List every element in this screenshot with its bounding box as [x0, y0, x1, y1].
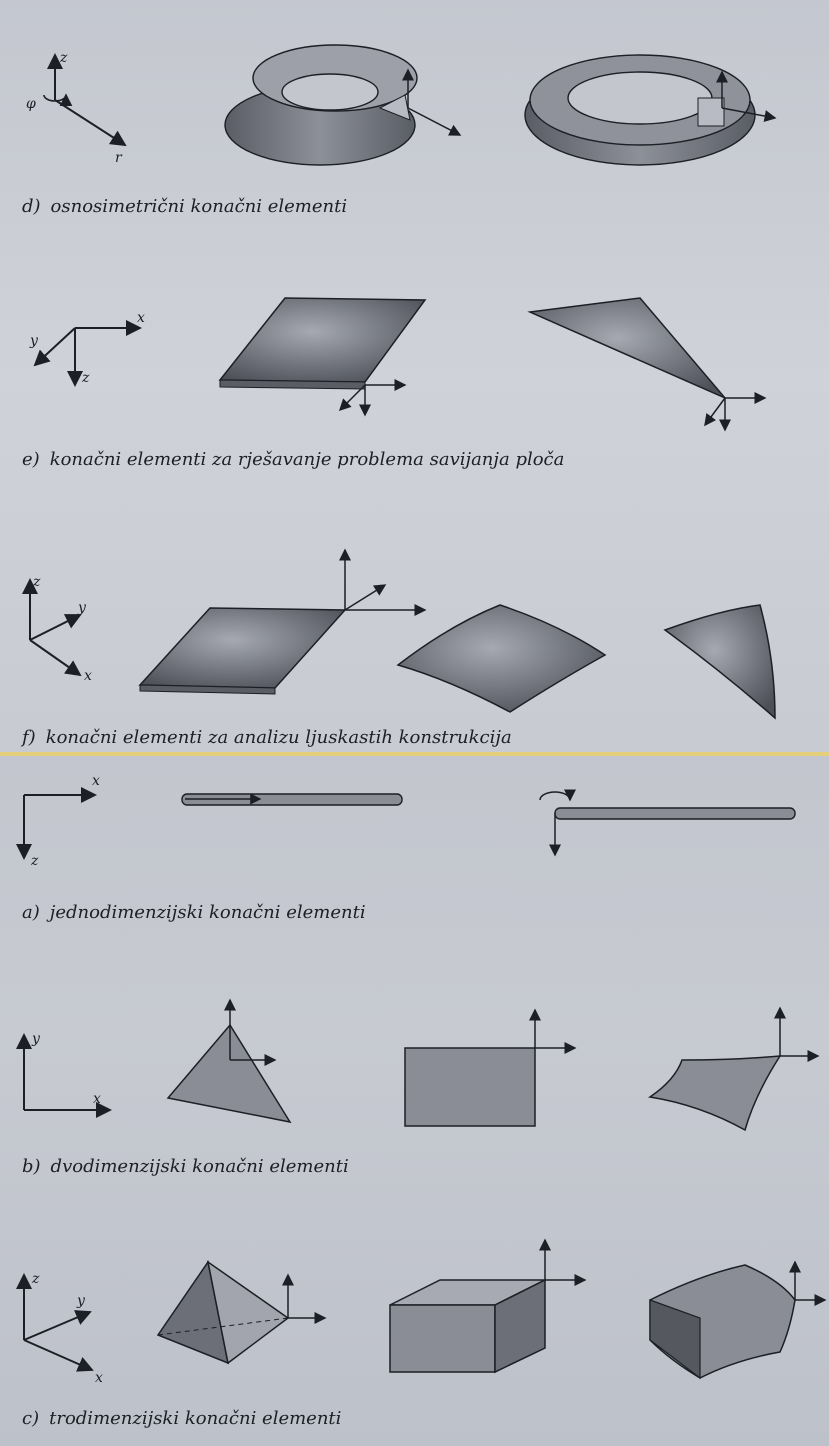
axis-c-y: y: [76, 1293, 86, 1309]
axis-e-x: x: [137, 310, 145, 326]
caption-f: f) konačni elementi za analizu ljuskastih…: [22, 727, 512, 748]
caption-b-text: dvodimenzijski konačni elementi: [50, 1156, 349, 1177]
shell-flat-element: [138, 548, 427, 695]
axisym-ring-element-2: [524, 54, 777, 166]
axes-f: z y x: [22, 574, 92, 684]
axisym-ring-element-1: [224, 44, 462, 166]
axes-e: x y z: [29, 310, 145, 387]
plate-quad-element: [218, 297, 427, 417]
caption-b: b) dvodimenzijski konačni elementi: [22, 1156, 349, 1177]
axis-b-y: y: [31, 1031, 41, 1047]
caption-e-label: e): [22, 449, 40, 470]
scan-seam: [0, 752, 829, 756]
caption-b-label: b): [22, 1156, 41, 1177]
axis-d-phi: φ: [26, 96, 36, 112]
axes-d: z φ r: [26, 50, 127, 166]
plate-triangle-element: [527, 297, 767, 432]
curved-quad-2d-element: [648, 1006, 820, 1132]
axis-d-z: z: [59, 50, 68, 66]
axis-b-x: x: [93, 1091, 101, 1107]
axis-e-z: z: [81, 370, 90, 386]
shell-curved-triangle-element: [663, 604, 776, 720]
hexahedron-element: [389, 1238, 587, 1374]
axes-a: x z: [16, 773, 100, 869]
triangle-2d-element: [166, 998, 292, 1124]
caption-c-text: trodimenzijski konačni elementi: [49, 1408, 342, 1429]
shell-curved-element: [396, 604, 607, 713]
caption-d-text: osnosimetrični konačni elementi: [50, 196, 348, 217]
caption-e-text: konačni elementi za rješavanje problema …: [49, 449, 565, 470]
caption-a-label: a): [22, 902, 40, 923]
axis-d-r: r: [115, 150, 123, 166]
axes-c: z y x: [16, 1271, 103, 1386]
caption-e: e) konačni elementi za rješavanje problem…: [22, 449, 564, 470]
curved-hexahedron-element: [649, 1260, 827, 1380]
caption-c-label: c): [22, 1408, 40, 1429]
caption-d: d) osnosimetrični konačni elementi: [22, 196, 347, 217]
caption-a: a) jednodimenzijski konačni elementi: [22, 902, 366, 923]
caption-d-label: d): [22, 196, 41, 217]
axis-c-z: z: [31, 1271, 40, 1287]
caption-f-text: konačni elementi za analizu ljuskastih k…: [45, 727, 512, 748]
beam-element-1: [181, 793, 403, 806]
rectangle-2d-element: [404, 1008, 577, 1127]
caption-a-text: jednodimenzijski konačni elementi: [49, 902, 366, 923]
axis-c-x: x: [95, 1370, 103, 1386]
beam-element-2: [539, 789, 796, 857]
axis-e-y: y: [29, 333, 39, 349]
caption-c: c) trodimenzijski konačni elementi: [22, 1408, 341, 1429]
axes-b: y x: [16, 1031, 112, 1118]
axis-f-z: z: [32, 574, 41, 590]
axis-f-x: x: [84, 668, 92, 684]
axis-a-z: z: [30, 853, 39, 869]
axis-f-y: y: [77, 600, 87, 616]
tetrahedron-element: [156, 1260, 327, 1365]
caption-f-label: f): [22, 727, 36, 748]
axis-a-x: x: [92, 773, 100, 789]
